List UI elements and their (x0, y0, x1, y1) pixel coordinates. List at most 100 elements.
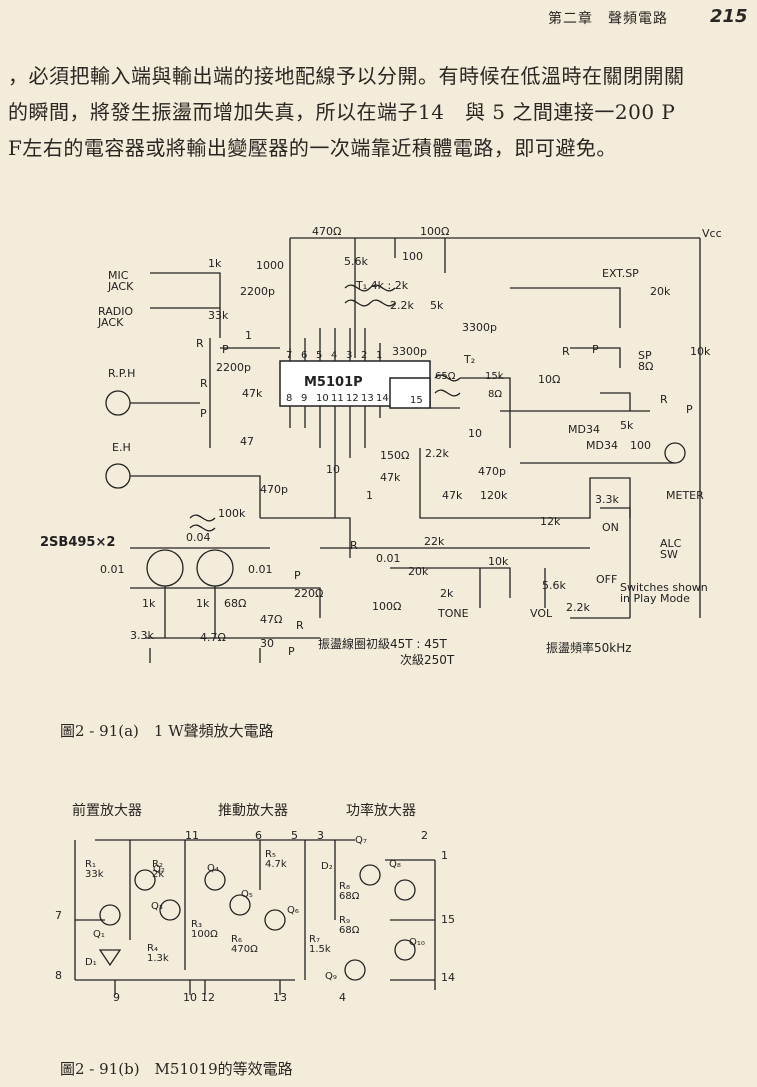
part-label: 120k (480, 489, 508, 502)
mic-jack-label: MIC JACK (108, 269, 134, 293)
vcc-label: Vcc (702, 227, 722, 240)
part-label: 100k (218, 507, 246, 520)
part-label: R₇ 1.5k (309, 934, 331, 955)
alc-switch-label: ALC SW (660, 537, 682, 561)
rph-label: R.P.H (108, 367, 136, 380)
ic-pin: 2 (361, 350, 368, 361)
tone-label: TONE (438, 607, 469, 620)
part-label: 20k (650, 285, 671, 298)
part-label: 100Ω (372, 600, 402, 613)
part-label: 3.3k (595, 493, 619, 506)
part-label: 3.3k (130, 629, 154, 642)
ic-pin: 5 (316, 350, 323, 361)
ic-pin: 10 (316, 393, 329, 404)
switch-label: P (288, 645, 295, 658)
switch-label: P (294, 569, 301, 582)
circuit-diagram-1w-amp: 470Ω 100Ω 1000 100 5.6k 1k 2200p 33k 2.2… (40, 218, 730, 678)
page-header: 第二章 聲頻電路 215 (0, 6, 757, 30)
ic-pin: 12 (346, 393, 359, 404)
part-label: 10 (468, 427, 482, 440)
schematic-wiring (105, 237, 701, 663)
part-label: 10k (690, 345, 711, 358)
part-label: 47 (240, 435, 254, 448)
part-label: Q₇ (355, 835, 367, 846)
part-label: 20k (408, 565, 429, 578)
part-label: Q₈ (389, 859, 401, 870)
ic-pin: 9 (301, 393, 308, 404)
part-label: R₈ 68Ω (339, 881, 360, 902)
ic-pin: 8 (286, 393, 293, 404)
part-label: R₂ 2k (152, 859, 165, 880)
switch-label: R (350, 539, 358, 552)
pin-label: 14 (441, 971, 455, 984)
part-label: Q₅ (241, 889, 253, 900)
part-label: 2.2k (566, 601, 590, 614)
ic-pin: 7 (286, 350, 293, 361)
ic-pin: 15 (410, 395, 423, 406)
speaker-label: SP 8Ω (638, 349, 654, 373)
coil-note: 振盪線圈初級45T : 45T (318, 637, 447, 651)
switches-note: Switches shown in Play Mode (620, 581, 708, 605)
part-label: 220Ω (294, 587, 324, 600)
part-label: R₁ 33k (85, 859, 104, 880)
ic-pin: 13 (361, 393, 374, 404)
part-label: 0.01 (100, 563, 125, 576)
page-number: 215 (710, 6, 748, 27)
switch-label: R (562, 345, 570, 358)
part-label: 1k (142, 597, 156, 610)
ic-pin: 1 (376, 350, 383, 361)
ic-label: M5101P (304, 375, 363, 390)
part-label: 100 (402, 250, 423, 263)
part-label: 5.6k (542, 579, 566, 592)
switch-label: P (222, 343, 229, 356)
part-label: 47k (380, 471, 401, 484)
part-label: 100 (630, 439, 651, 452)
part-label: 10 (326, 463, 340, 476)
part-label: R₆ 470Ω (231, 934, 258, 955)
part-label: 0.01 (376, 552, 401, 565)
part-label: 47Ω (260, 613, 283, 626)
part-label: 30 (260, 637, 274, 650)
part-label: 5k (430, 299, 444, 312)
part-label: 5.6k (344, 255, 368, 268)
ic-top-pins: 7 6 5 4 3 2 1 (286, 351, 386, 361)
diode-label: MD34 (568, 423, 600, 436)
transistor-pair-label: 2SB495×2 (40, 535, 116, 550)
part-label: Q₉ (325, 971, 337, 982)
part-label: 22k (424, 535, 445, 548)
eh-label: E.H (112, 441, 131, 454)
part-label: 0.04 (186, 531, 211, 544)
part-label: Q₁ (93, 929, 105, 940)
pin-label: 11 (185, 829, 199, 842)
part-label: R₉ 68Ω (339, 915, 360, 936)
part-label: 2.2k (425, 447, 449, 460)
ic-pin: 11 (331, 393, 344, 404)
part-label: 470p (478, 465, 506, 478)
part-label: 33k (208, 309, 229, 322)
chapter-title: 第二章 聲頻電路 (548, 11, 668, 27)
paragraph-line: ，必須把輸入端與輸出端的接地配線予以分開。有時候在低溫時在關閉開關 (8, 64, 685, 88)
switch-label: P (686, 403, 693, 416)
pin-label: 4 (339, 991, 346, 1004)
pin-label: 10 (183, 991, 197, 1004)
part-label: 4.7Ω (200, 631, 226, 644)
part-label: R₃ 100Ω (191, 919, 218, 940)
part-label: 150Ω (380, 449, 410, 462)
part-label: D₁ (85, 957, 97, 968)
part-label: 470p (260, 483, 288, 496)
part-label: 2k (440, 587, 454, 600)
pin-label: 5 (291, 829, 298, 842)
pin-label: 15 (441, 913, 455, 926)
switch-label: R (296, 619, 304, 632)
ic-bottom-pins: 8 9 10 11 12 13 14 (286, 393, 389, 404)
part-label: 47k (442, 489, 463, 502)
part-label: Q₆ (287, 905, 299, 916)
off-label: OFF (596, 573, 618, 586)
part-label: 65Ω (435, 371, 456, 382)
switch-label: P (200, 407, 207, 420)
pin-label: 1 (441, 849, 448, 862)
radio-jack-label: RADIO JACK (98, 305, 134, 329)
part-label: 100Ω (420, 225, 450, 238)
ic-pin: 14 (376, 393, 389, 404)
ic-pin: 6 (301, 350, 308, 361)
